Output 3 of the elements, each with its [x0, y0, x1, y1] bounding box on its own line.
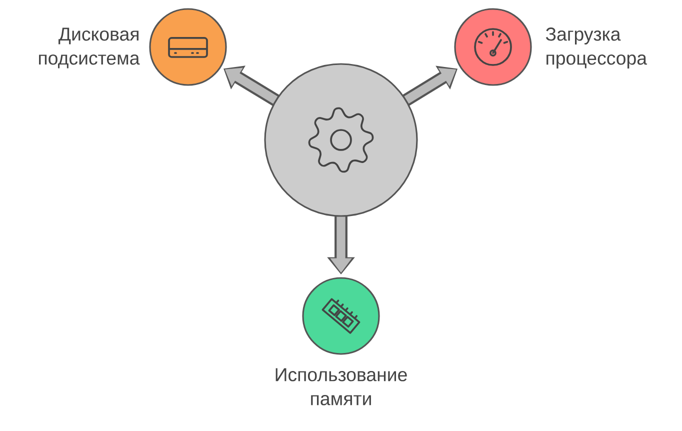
- node-label: Загрузка процессора: [546, 28, 647, 68]
- node-label: Дисковая подсистема: [39, 28, 140, 68]
- node-label: Использование памяти: [276, 368, 407, 406]
